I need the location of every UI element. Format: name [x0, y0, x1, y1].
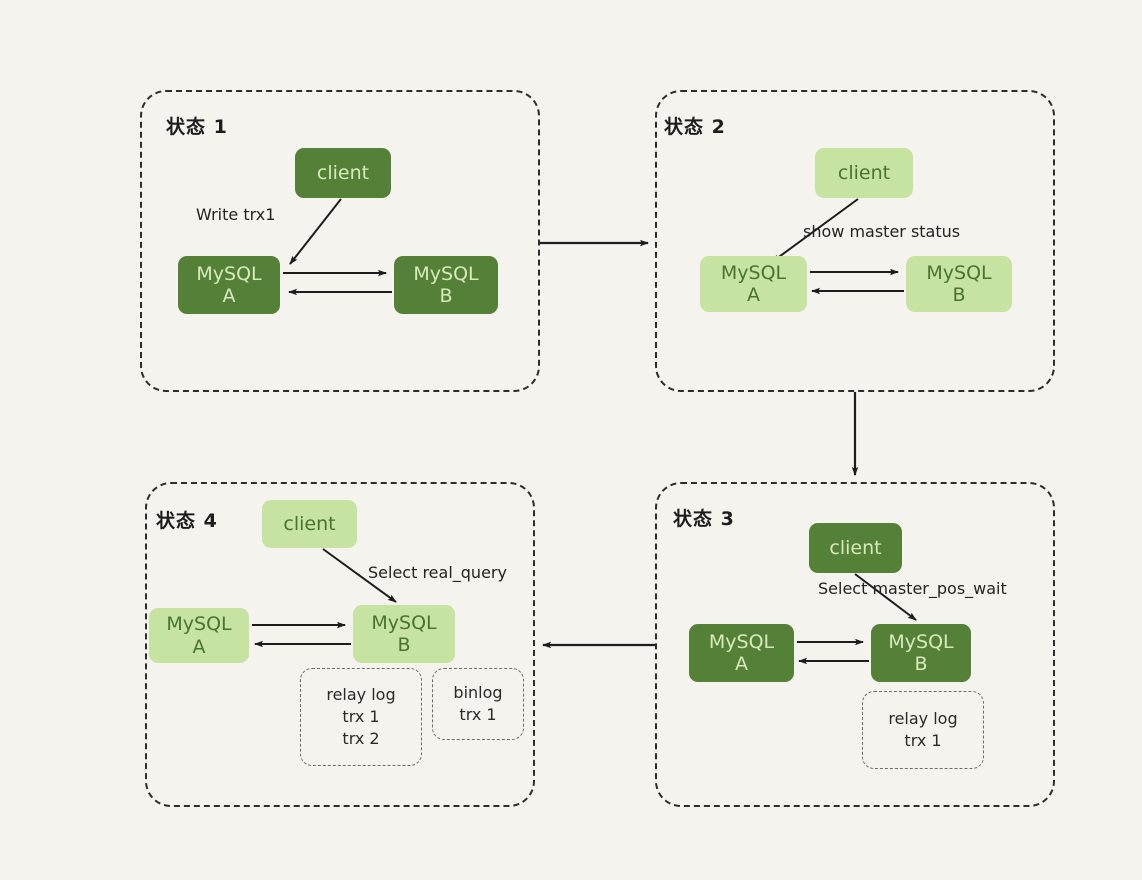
flow-arrows: [540, 239, 859, 649]
node-label-line2: A: [747, 284, 760, 306]
state-2-edge-label: show master status: [803, 222, 961, 241]
state-4-arrows: [252, 548, 397, 648]
state-3-arrows: [797, 573, 917, 665]
node-label-line1: MySQL: [371, 611, 437, 634]
node-label-line1: MySQL: [413, 262, 479, 285]
log-entry: trx 1: [459, 705, 497, 724]
node-label-line1: MySQL: [720, 261, 787, 284]
state-3-relay-log-box: relay log trx 1: [862, 691, 984, 769]
state-1-arrows: [283, 198, 392, 296]
node-label-line1: client: [829, 536, 882, 559]
state-panel-2: [655, 90, 1055, 392]
node-label-line2: B: [397, 634, 411, 656]
node-label-line1: client: [283, 512, 336, 535]
state-4-mysql-a-node: MySQL A: [149, 608, 249, 663]
node-label-line1: MySQL: [166, 613, 232, 636]
state-3-mysql-b-node: MySQL B: [871, 624, 971, 682]
arrow-client-to-mysql-a: [771, 198, 859, 263]
arrow-client-to-mysql-b: [322, 548, 397, 603]
log-title: relay log: [326, 684, 396, 704]
state-1-mysql-b-node: MySQL B: [394, 256, 498, 314]
node-label-line1: MySQL: [888, 630, 954, 653]
state-3-mysql-a-node: MySQL A: [689, 624, 794, 682]
state-panel-2-label: 状态 2: [664, 116, 726, 138]
node-label-line1: client: [837, 161, 891, 184]
state-4-client-node: client: [262, 500, 357, 548]
node-label-line2: A: [192, 635, 206, 658]
node-label-line1: MySQL: [708, 630, 775, 653]
log-entry: trx 1: [342, 706, 380, 726]
arrow-client-to-mysql-a: [289, 198, 342, 265]
state-2-mysql-a-node: MySQL A: [700, 256, 807, 312]
state-2-mysql-b-node: MySQL B: [906, 256, 1012, 312]
state-4-relay-log-box: relay log trx 1 trx 2: [300, 668, 422, 766]
state-panel-1-label: 状态 1: [166, 116, 228, 138]
state-panel-3: [655, 482, 1055, 807]
state-3-client-node: client: [809, 523, 902, 573]
node-label-line2: B: [952, 284, 966, 306]
node-label-line2: B: [914, 653, 928, 675]
state-1-edge-label: Write trx1: [196, 205, 276, 224]
state-panel-3-label: 状态 3: [673, 508, 735, 530]
log-title: binlog: [453, 682, 503, 702]
node-label-line2: B: [439, 285, 453, 307]
node-label-line2: A: [222, 285, 236, 307]
state-2-arrows: [771, 198, 904, 295]
state-panel-4-label: 状态 4: [156, 510, 218, 532]
arrow-client-to-mysql-b: [854, 573, 917, 621]
state-1-client-node: client: [295, 148, 391, 198]
node-label-line2: A: [735, 653, 748, 675]
state-panel-4: [145, 482, 535, 807]
state-2-client-node: client: [815, 148, 913, 198]
state-4-binlog-box: binlog trx 1: [432, 668, 524, 740]
state-1-mysql-a-node: MySQL A: [178, 256, 280, 314]
state-panel-1: [140, 90, 540, 392]
state-4-mysql-b-node: MySQL B: [353, 605, 455, 663]
log-entry: trx 1: [904, 731, 942, 750]
state-3-edge-label: Select master_pos_wait: [818, 579, 1007, 598]
log-entry: trx 2: [342, 729, 380, 749]
log-title: relay log: [888, 708, 958, 728]
node-label-line1: MySQL: [926, 261, 992, 284]
state-4-edge-label: Select real_query: [368, 563, 507, 582]
node-label-line1: MySQL: [196, 262, 262, 285]
node-label-line1: client: [316, 161, 370, 184]
